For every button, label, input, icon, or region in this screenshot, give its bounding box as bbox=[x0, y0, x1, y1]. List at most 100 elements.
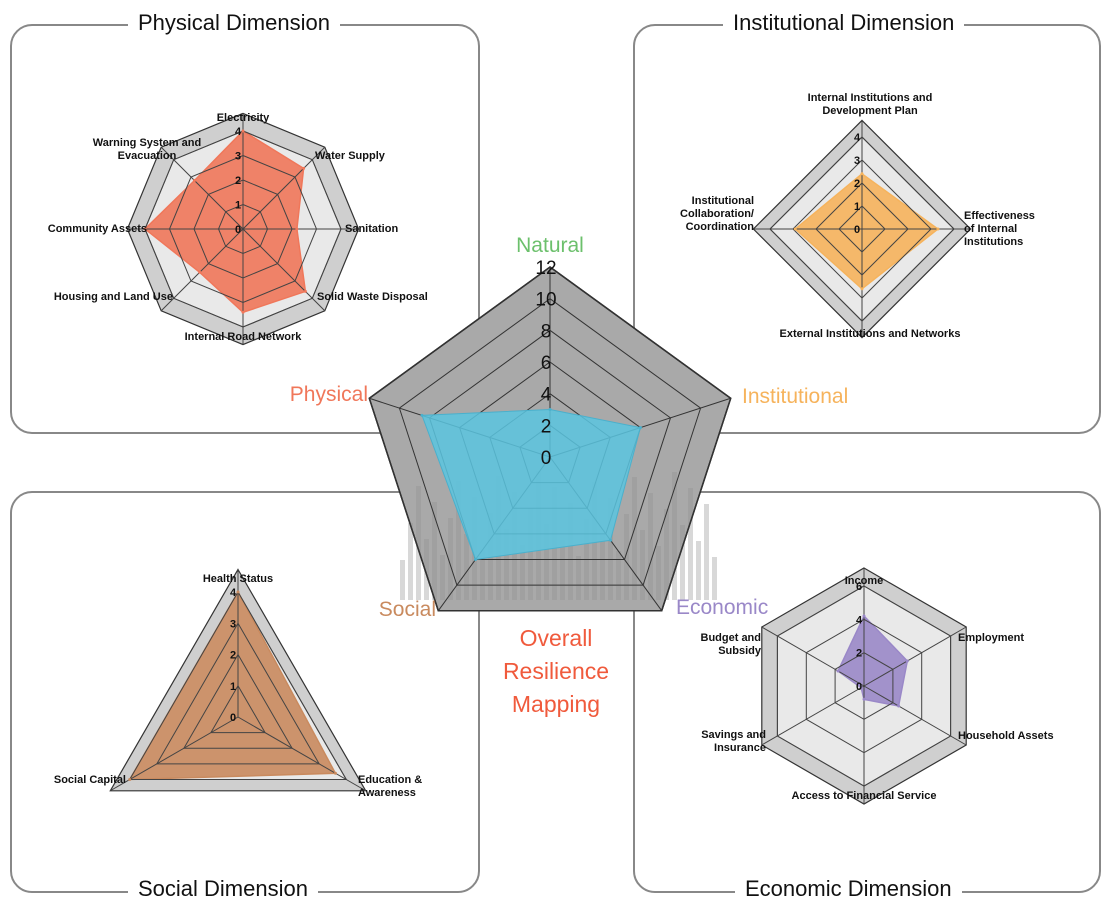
institutional-tick-label: 3 bbox=[854, 155, 860, 167]
overall-background-building bbox=[608, 498, 613, 600]
economic-spoke bbox=[761, 626, 865, 687]
physical-axis-label: Sanitation bbox=[345, 223, 398, 235]
physical-data-point bbox=[303, 289, 307, 293]
physical-axis-label: Community Assets bbox=[48, 223, 147, 235]
institutional-axis-label: Collaboration/ bbox=[680, 208, 754, 220]
physical-axis-label: Water Supply bbox=[315, 150, 386, 162]
overall-background-building bbox=[624, 514, 629, 600]
overall-tick-label: 8 bbox=[541, 321, 552, 342]
social-grid-ring bbox=[210, 684, 266, 734]
social-tick-label: 0 bbox=[230, 712, 236, 724]
overall-background-building bbox=[424, 539, 429, 600]
physical-tick-label: 2 bbox=[235, 175, 241, 187]
overall-data-point bbox=[609, 538, 612, 542]
physical-tick-label: 0 bbox=[235, 224, 241, 236]
social-axis-label: Health Status bbox=[203, 573, 273, 585]
overall-tick-label: 12 bbox=[535, 258, 556, 279]
social-tick-label: 3 bbox=[230, 618, 236, 630]
overall-background-building bbox=[560, 540, 565, 600]
overall-background-building bbox=[440, 555, 445, 600]
overall-background-building bbox=[432, 502, 437, 600]
institutional-tick-label: 1 bbox=[854, 201, 860, 213]
physical-tick-label: 1 bbox=[235, 200, 241, 212]
overall-radar-chart bbox=[368, 266, 732, 612]
institutional-axis-label: Institutions bbox=[964, 236, 1023, 248]
social-data-point bbox=[236, 590, 240, 594]
physical-data-point bbox=[193, 179, 196, 182]
overall-tick-label: 10 bbox=[535, 290, 556, 311]
physical-data-point bbox=[241, 310, 245, 314]
social-grid-ring bbox=[155, 622, 321, 765]
institutional-axis-label: of Internal bbox=[964, 223, 1017, 235]
physical-axis-label: Evacuation bbox=[118, 150, 177, 162]
economic-data-point bbox=[859, 686, 863, 690]
overall-background-building bbox=[688, 488, 693, 600]
overall-background-building bbox=[504, 529, 509, 600]
overall-background-building bbox=[416, 486, 421, 600]
institutional-axis-label: Coordination bbox=[686, 221, 755, 233]
overall-data-area bbox=[421, 408, 642, 561]
social-radar-chart bbox=[109, 568, 367, 792]
overall-background-building bbox=[480, 550, 485, 600]
economic-data-point bbox=[862, 614, 866, 618]
physical-data-point bbox=[302, 166, 306, 170]
overall-background-building bbox=[576, 556, 581, 600]
institutional-data-point bbox=[860, 287, 864, 291]
economic-tick-label: 0 bbox=[856, 681, 862, 693]
overall-background-building bbox=[520, 545, 525, 600]
overall-background-building bbox=[656, 546, 661, 600]
institutional-axis-label: Effectiveness bbox=[964, 210, 1035, 222]
social-tick-label: 1 bbox=[230, 681, 236, 693]
physical-axis-label: Solid Waste Disposal bbox=[317, 291, 428, 303]
economic-axis-label: Insurance bbox=[714, 742, 766, 754]
institutional-radar-chart bbox=[752, 119, 972, 339]
institutional-data-point bbox=[936, 227, 940, 231]
overall-background-building bbox=[704, 504, 709, 600]
overall-background-building bbox=[680, 525, 685, 600]
overall-tick-label: 2 bbox=[541, 416, 552, 437]
social-data-point bbox=[128, 778, 132, 781]
overall-background-building bbox=[640, 530, 645, 600]
economic-panel-title: Economic Dimension bbox=[735, 876, 962, 902]
overall-tick-label: 0 bbox=[541, 448, 552, 469]
social-tick-label: 2 bbox=[230, 650, 236, 662]
overall-axis-label-social: Social bbox=[379, 598, 436, 621]
economic-axis-label: Access to Financial Service bbox=[792, 790, 937, 802]
overall-grid-ring bbox=[428, 329, 672, 560]
overall-grid-ring bbox=[398, 298, 702, 586]
institutional-tick-label: 4 bbox=[854, 132, 861, 144]
overall-background-building bbox=[664, 509, 669, 600]
institutional-data-point bbox=[793, 227, 797, 231]
center-title-line: Mapping bbox=[512, 691, 600, 717]
physical-data-point bbox=[198, 270, 202, 274]
economic-data-point bbox=[905, 659, 909, 663]
social-grid-ring bbox=[128, 591, 348, 780]
physical-tick-label: 4 bbox=[235, 126, 242, 138]
institutional-tick-label: 0 bbox=[854, 224, 860, 236]
overall-background-building bbox=[648, 493, 653, 600]
economic-spoke bbox=[761, 685, 865, 746]
overall-background-building bbox=[448, 518, 453, 600]
center-title-line: Resilience bbox=[503, 658, 609, 684]
overall-background-building bbox=[544, 524, 549, 600]
economic-axis-label: Income bbox=[845, 575, 884, 587]
overall-data-point bbox=[474, 558, 477, 561]
overall-tick-label: 4 bbox=[541, 385, 552, 406]
overall-data-point bbox=[548, 408, 552, 411]
overall-background-building bbox=[600, 535, 605, 600]
institutional-tick-label: 2 bbox=[854, 178, 860, 190]
institutional-axis-label: External Institutions and Networks bbox=[780, 328, 961, 340]
physical-data-point bbox=[143, 227, 147, 231]
social-spoke bbox=[237, 716, 366, 792]
economic-data-point bbox=[836, 669, 840, 673]
economic-tick-label: 4 bbox=[856, 614, 863, 626]
overall-data-point bbox=[420, 413, 424, 417]
institutional-axis-label: Internal Institutions and bbox=[808, 92, 933, 104]
institutional-axis-label: Institutional bbox=[692, 195, 754, 207]
physical-spoke bbox=[242, 146, 326, 230]
overall-tick-label: 6 bbox=[541, 353, 552, 374]
social-panel-title: Social Dimension bbox=[128, 876, 318, 902]
social-spoke bbox=[110, 716, 239, 792]
physical-radar-chart bbox=[126, 112, 360, 346]
physical-axis-label: Housing and Land Use bbox=[54, 291, 173, 303]
